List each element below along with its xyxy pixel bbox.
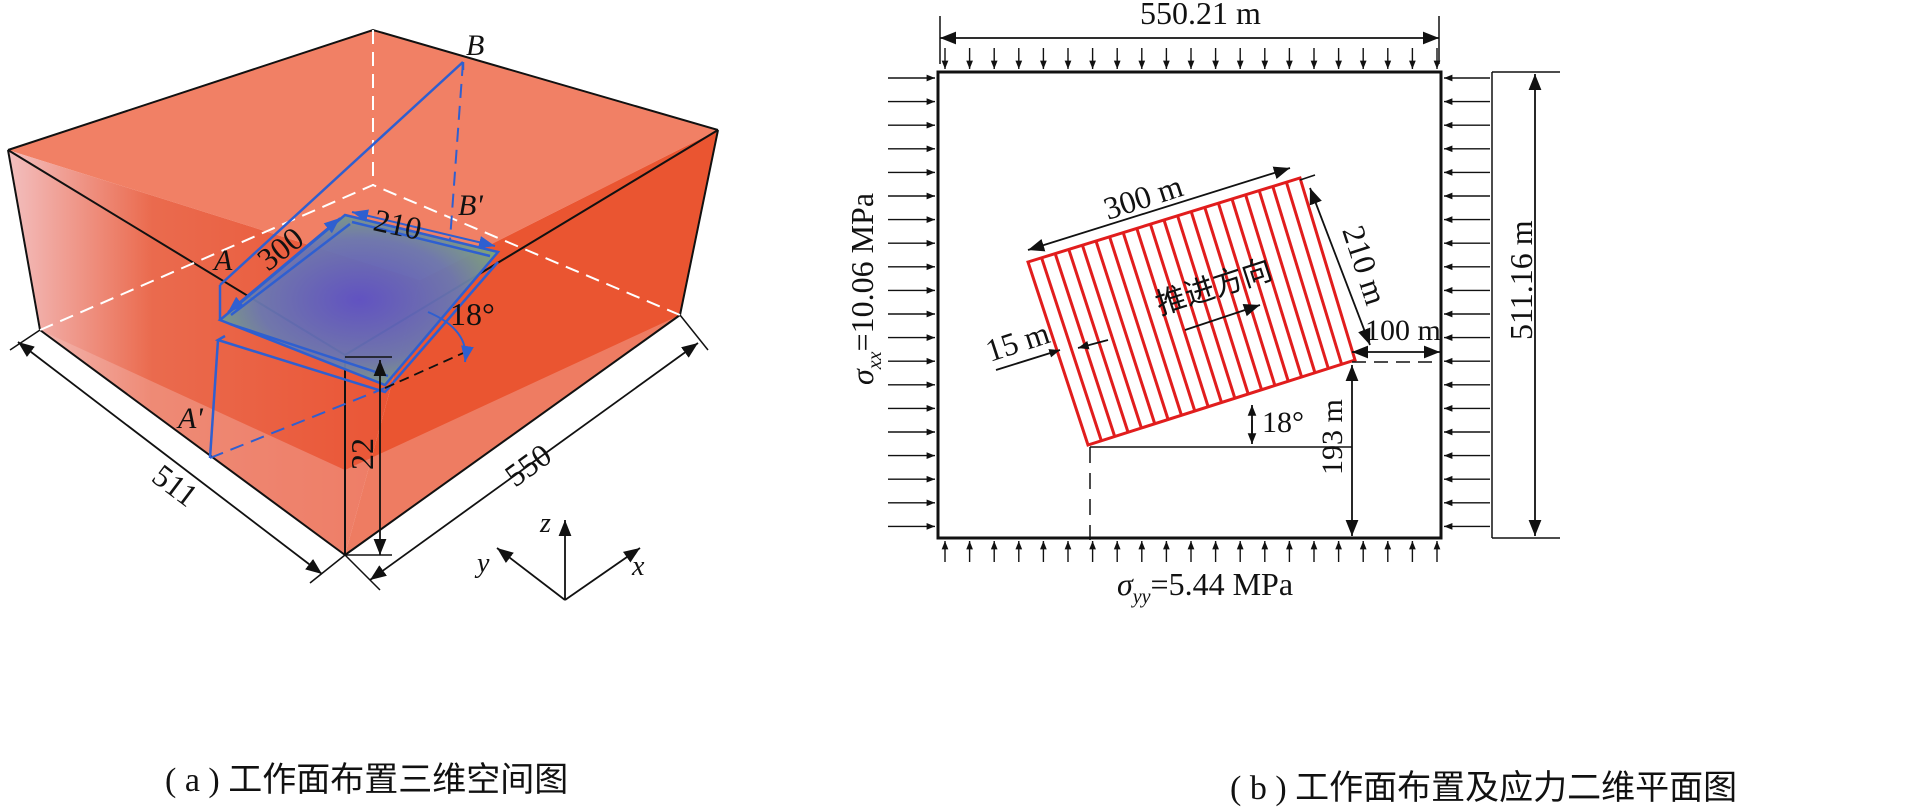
dim-511: 511 bbox=[146, 457, 205, 514]
load-arrows-right bbox=[1444, 74, 1490, 530]
axes-triad: z y x bbox=[474, 508, 645, 601]
strip-width-label: 15 m bbox=[981, 314, 1054, 368]
strip-line bbox=[1053, 253, 1117, 437]
dim-550: 550 bbox=[498, 436, 558, 493]
strip-line bbox=[1121, 232, 1183, 416]
advance-direction-label: 推进方向 bbox=[1152, 253, 1276, 321]
offset-bottom-label: 193 m bbox=[1316, 399, 1349, 475]
offset-right-label: 100 m bbox=[1365, 314, 1441, 347]
strip-line bbox=[1284, 181, 1344, 365]
strip-line bbox=[1080, 244, 1143, 429]
axis-x-label: x bbox=[631, 551, 645, 582]
caption-b: ( b ) 工作面布置及应力二维平面图 bbox=[1230, 770, 1738, 807]
strip-line bbox=[1135, 227, 1197, 412]
load-arrows-left bbox=[888, 74, 935, 530]
strip-line bbox=[1067, 248, 1130, 433]
sigma-yy-label: σyy=5.44 MPa bbox=[1117, 566, 1293, 608]
dim-22: 22 bbox=[344, 438, 380, 470]
sigma-xx-label: σxx=10.06 MPa bbox=[844, 193, 886, 385]
model-boundary bbox=[936, 70, 1443, 540]
angle-18-a: 18° bbox=[450, 296, 495, 332]
label-B-prime: B' bbox=[458, 189, 483, 222]
label-A: A bbox=[212, 244, 233, 277]
label-B: B bbox=[466, 29, 484, 62]
panel-width-label: 210 m bbox=[1335, 221, 1394, 309]
caption-a: ( a ) 工作面布置三维空间图 bbox=[165, 762, 569, 799]
strip-line bbox=[1148, 223, 1210, 408]
label-A-prime: A' bbox=[176, 402, 203, 435]
width-label: 550.21 m bbox=[1140, 0, 1261, 31]
panel-a-3d-model: B B' A A' 300 210 511 550 22 18° z y x bbox=[7, 28, 719, 601]
panel-b-plan: 550.21 m 511.16 m 300 m 210 m 推进方向 15 m … bbox=[844, 0, 1560, 608]
bottom-haze bbox=[40, 315, 680, 555]
axis-z-label: z bbox=[539, 508, 551, 539]
strip-line bbox=[1108, 236, 1170, 420]
height-label: 511.16 m bbox=[1503, 220, 1539, 340]
axis-y-label: y bbox=[474, 548, 490, 579]
strip-line bbox=[1094, 240, 1157, 425]
load-arrows-bottom bbox=[941, 541, 1441, 562]
angle-18-b: 18° bbox=[1262, 406, 1304, 439]
strip-line bbox=[1040, 257, 1103, 442]
load-arrows-top bbox=[941, 48, 1441, 69]
